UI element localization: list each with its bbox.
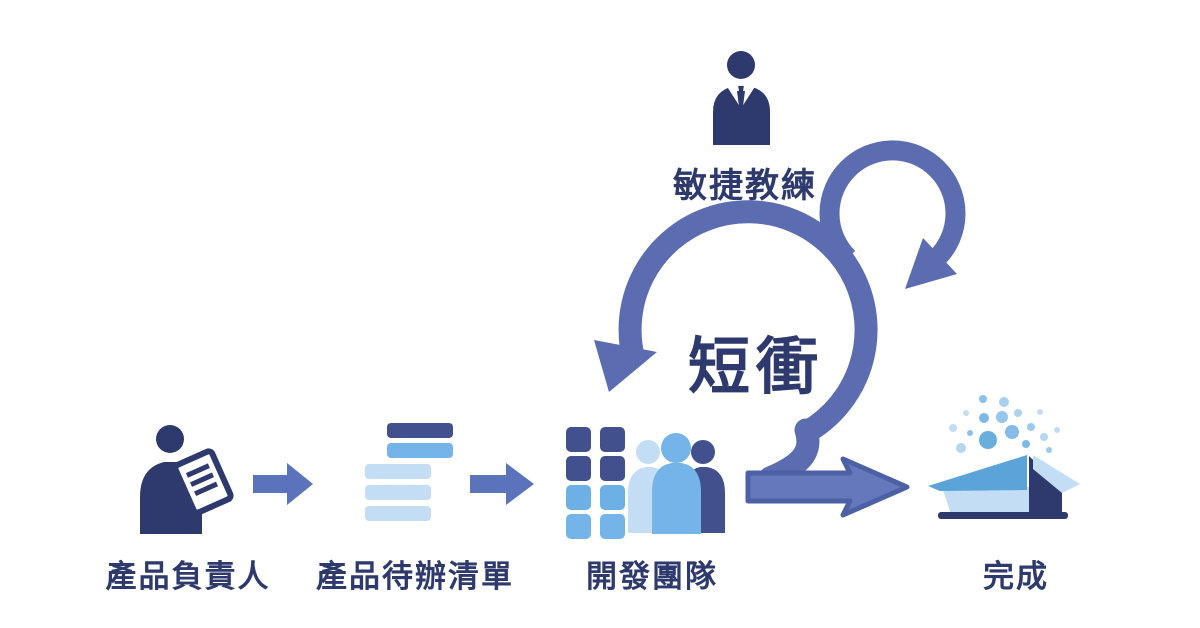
clipboard-line <box>194 481 219 497</box>
person-front-middle <box>652 433 701 534</box>
bubble <box>967 430 973 436</box>
grid-square <box>566 427 591 452</box>
product-backlog-label: 產品待辦清單 <box>316 559 514 594</box>
clipboard-line <box>190 472 214 487</box>
bubble <box>979 395 987 403</box>
product-backlog-icon <box>365 423 453 521</box>
task-grid <box>566 427 625 539</box>
bubble <box>979 431 997 449</box>
bubble <box>996 411 1008 423</box>
daily-loop-arrowhead <box>905 238 957 289</box>
product-owner-label: 產品負責人 <box>105 559 271 594</box>
backlog-bar <box>387 423 453 438</box>
dev-team-label: 開發團隊 <box>586 559 718 594</box>
backlog-bar <box>365 506 431 521</box>
sparkle-bubbles <box>949 395 1060 453</box>
grid-square <box>566 514 591 539</box>
box-flap-left <box>928 455 1027 491</box>
coach-tie <box>737 91 745 122</box>
grid-square <box>600 427 625 452</box>
grid-square <box>566 456 591 481</box>
product-owner-icon <box>140 425 234 534</box>
done-label: 完成 <box>983 559 1049 594</box>
bubble <box>1014 409 1022 417</box>
grid-square <box>600 485 625 510</box>
bubble <box>1054 427 1060 433</box>
sprint-loop-arrowhead <box>594 340 657 392</box>
bubble <box>979 413 989 423</box>
agile-coach-label: 敏捷教練 <box>673 167 817 205</box>
backlog-bar <box>365 485 431 500</box>
owner-head <box>156 425 184 453</box>
bubble <box>949 424 957 432</box>
bubble <box>1037 409 1043 415</box>
team-people <box>628 433 725 534</box>
box-base <box>938 512 1068 519</box>
clipboard-line <box>185 463 210 478</box>
backlog-bar <box>387 443 453 458</box>
agile-coach-icon <box>713 51 770 145</box>
grid-square <box>600 456 625 481</box>
bubble <box>1022 440 1030 448</box>
bubble <box>956 443 966 453</box>
box-front <box>942 487 1029 514</box>
bubble <box>999 397 1009 407</box>
bubble <box>963 410 969 416</box>
flow-arrow-to-done <box>745 456 910 518</box>
box-flap-right <box>1033 455 1080 493</box>
sprint-loop-big-arc <box>618 200 878 442</box>
owner-clipboard <box>172 448 234 516</box>
bubble <box>1027 423 1035 431</box>
grid-square <box>566 485 591 510</box>
daily-loop-arc <box>819 140 966 266</box>
arrow-owner-to-backlog <box>253 463 313 505</box>
arrow-backlog-to-team <box>470 463 534 505</box>
bubble <box>1005 425 1019 439</box>
sprint-label: 短衝 <box>687 333 825 402</box>
coach-head <box>727 51 755 79</box>
done-box-icon <box>928 395 1080 519</box>
dev-team-icon <box>566 427 725 539</box>
grid-square <box>600 514 625 539</box>
bubble <box>1040 433 1048 441</box>
bubble <box>1046 447 1052 453</box>
backlog-bar <box>365 464 431 479</box>
